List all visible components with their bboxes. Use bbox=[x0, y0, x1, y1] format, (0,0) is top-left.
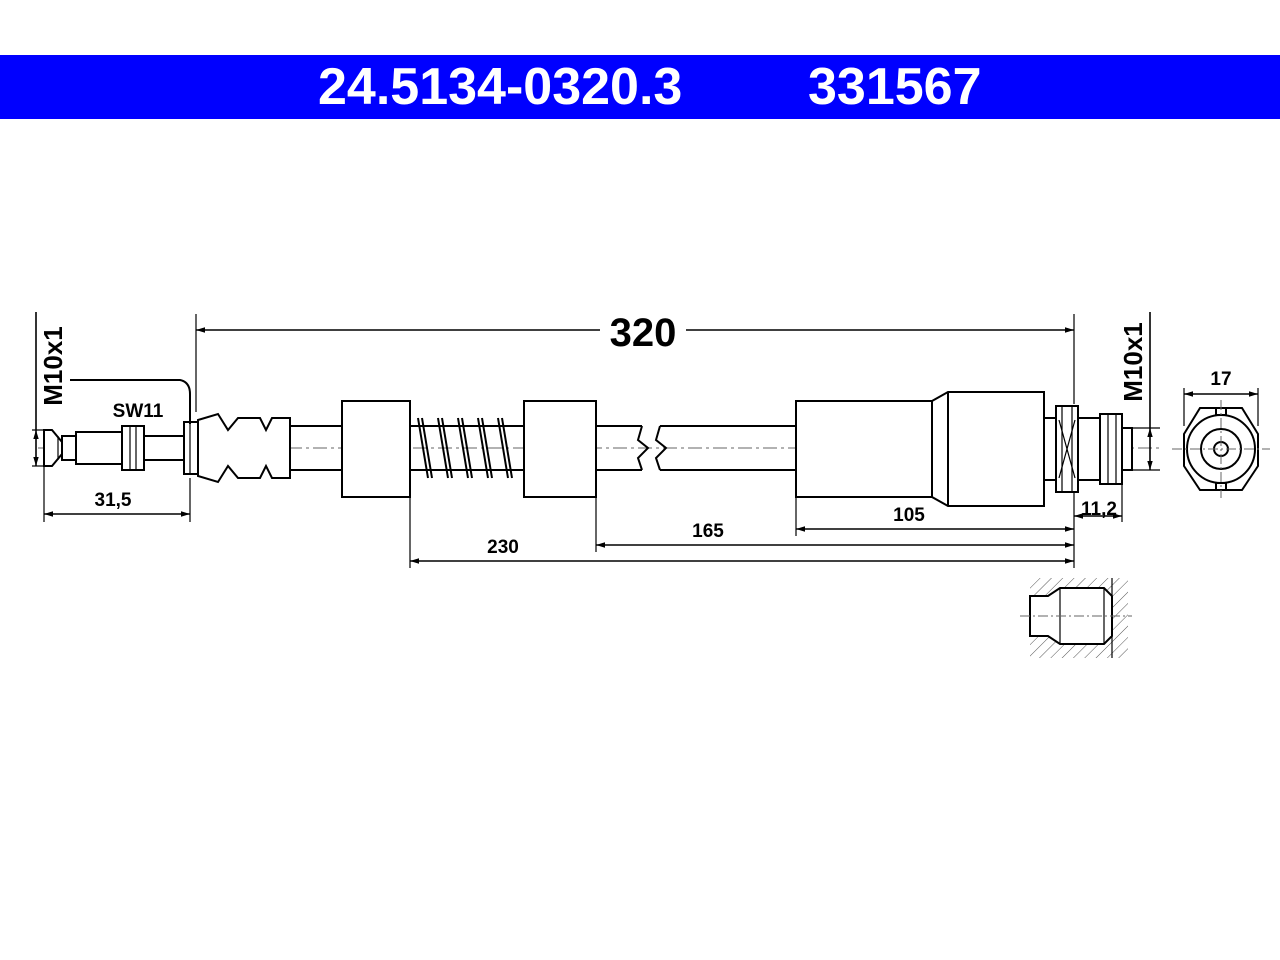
dim-17-label: 17 bbox=[1210, 369, 1231, 390]
hose-body bbox=[290, 425, 796, 471]
right-thread-label: M10x1 bbox=[1118, 322, 1148, 402]
protective-spring bbox=[410, 417, 524, 479]
port-section-detail bbox=[1020, 578, 1132, 658]
left-fitting bbox=[43, 412, 291, 484]
dim-165-label: 165 bbox=[692, 521, 724, 542]
reference-number: 331567 bbox=[808, 58, 982, 116]
dim-105-label: 105 bbox=[893, 505, 925, 526]
right-fitting bbox=[1043, 405, 1133, 493]
dim-230-label: 230 bbox=[487, 537, 519, 558]
dim-31-5-label: 31,5 bbox=[95, 490, 132, 511]
sleeve-right bbox=[523, 400, 597, 498]
bracket-wire bbox=[70, 379, 191, 424]
crimp-ferrule bbox=[795, 391, 1045, 507]
dim-11-2-label: 11,2 bbox=[1081, 499, 1117, 520]
sleeve-left bbox=[341, 400, 411, 498]
wrench-size-label: SW11 bbox=[113, 401, 164, 422]
left-thread-label: M10x1 bbox=[38, 326, 68, 406]
header-bar bbox=[0, 55, 1280, 119]
dim-320-label: 320 bbox=[610, 311, 677, 355]
part-number: 24.5134-0320.3 bbox=[318, 58, 683, 116]
